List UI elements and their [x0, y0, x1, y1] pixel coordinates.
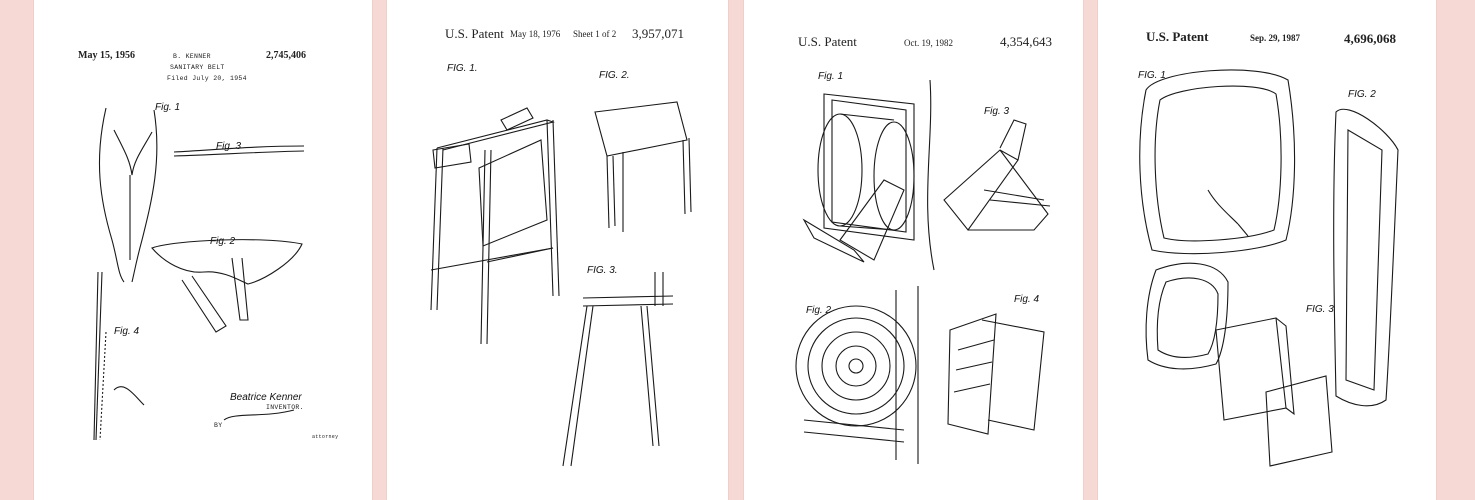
patent-sheet-cushion: U.S. Patent Sep. 29, 1987 4,696,068 FIG.… — [1098, 0, 1436, 500]
patent-drawing-roll-holder — [744, 0, 1083, 500]
patent-drawing-cushion — [1098, 0, 1436, 500]
patent-sheet-roll-holder: U.S. Patent Oct. 19, 1982 4,354,643 Fig.… — [744, 0, 1083, 500]
patent-drawing-belt — [34, 0, 372, 500]
patent-sheet-stand: U.S. Patent May 18, 1976 Sheet 1 of 2 3,… — [387, 0, 728, 500]
patent-sheet-sanitary-belt: May 15, 1956 B. KENNER SANITARY BELT Fil… — [34, 0, 372, 500]
patent-drawing-stand — [387, 0, 728, 500]
